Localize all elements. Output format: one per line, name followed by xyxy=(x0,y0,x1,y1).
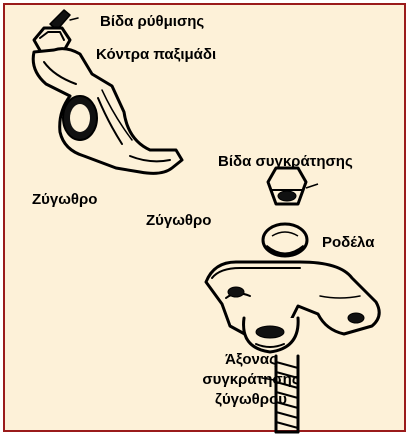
label-rocker-arm-right: Ζύγωθρο xyxy=(146,211,211,230)
washer-group xyxy=(263,224,307,256)
left-rocker-arm-shape xyxy=(33,49,182,174)
label-rocker-shaft-line1: Άξονας xyxy=(186,350,316,370)
right-rocker-assembly xyxy=(206,262,379,352)
label-rocker-arm-left: Ζύγωθρο xyxy=(32,190,97,209)
label-adjusting-screw: Βίδα ρύθμισης xyxy=(100,12,204,31)
label-lock-nut: Κόντρα παξιμάδι xyxy=(96,45,216,64)
label-retaining-screw: Βίδα συγκράτησης xyxy=(218,152,353,171)
label-rocker-shaft-line2: συγκράτησης xyxy=(186,370,316,390)
label-washer: Ροδέλα xyxy=(322,233,374,252)
washer-shape xyxy=(263,224,307,256)
label-rocker-shaft: Άξονας συγκράτησης ζύγωθρου xyxy=(186,350,316,410)
retaining-nut-group xyxy=(268,168,318,204)
label-rocker-shaft-line3: ζύγωθρου xyxy=(186,390,316,410)
left-rocker-assembly xyxy=(33,10,182,173)
